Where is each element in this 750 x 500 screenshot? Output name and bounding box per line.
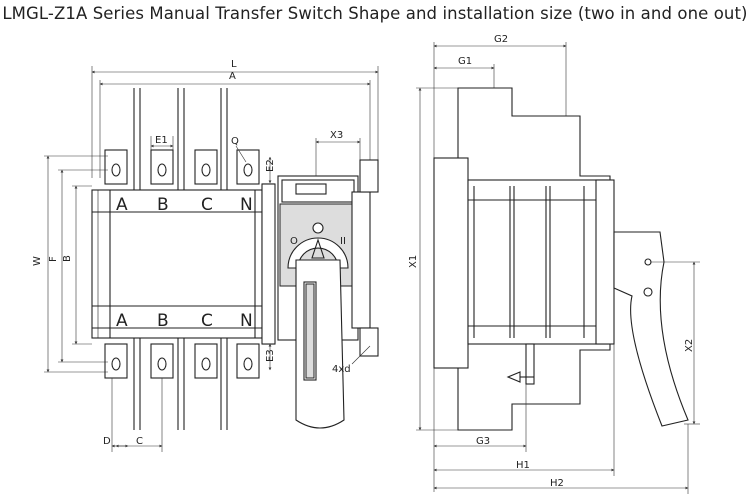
bottom-terminals	[104, 338, 260, 430]
dim-label-d: D	[103, 436, 111, 447]
pole-label-bottom-c: C	[201, 311, 213, 331]
dimension-b: B	[62, 185, 92, 345]
position-label-off: O	[290, 236, 298, 247]
dimension-h2: H2	[433, 424, 689, 494]
dim-label-w: W	[32, 256, 43, 266]
handle-side	[613, 231, 689, 427]
dim-label-e3: E3	[265, 349, 276, 362]
dim-label-x1: X1	[408, 255, 419, 268]
switch-body	[91, 183, 276, 345]
dim-label-e1: E1	[155, 135, 168, 146]
pole-label-bottom-b: B	[157, 311, 169, 331]
dimension-w: W	[32, 155, 108, 373]
dim-label-4xd: 4xd	[332, 364, 351, 375]
pole-label-top-a: A	[116, 195, 128, 215]
dim-label-b: B	[62, 255, 73, 262]
dim-label-h2: H2	[550, 478, 564, 489]
dim-label-x3: X3	[330, 130, 343, 141]
pole-labels-bottom: A B C N	[116, 311, 253, 331]
dimension-e3: E3	[265, 343, 276, 371]
position-label-on: II	[340, 236, 346, 247]
pole-label-bottom-n: N	[240, 311, 253, 331]
front-view: L A	[32, 59, 379, 452]
dimension-f: F	[48, 169, 108, 363]
side-view: G2 G1 T	[408, 34, 700, 494]
dim-label-a: A	[229, 71, 236, 82]
dim-label-h1: H1	[516, 460, 530, 471]
pole-label-top-c: C	[201, 195, 213, 215]
operating-mechanism: O II	[277, 159, 379, 429]
page-title: LMGL-Z1A Series Manual Transfer Switch S…	[2, 4, 748, 23]
dimension-x1: X1	[408, 87, 458, 431]
dimension-l: L	[91, 59, 379, 178]
dim-label-g1: G1	[458, 56, 472, 67]
dimension-e1: E1	[150, 135, 174, 150]
pole-label-top-n: N	[240, 195, 253, 215]
dim-label-x2: X2	[684, 339, 695, 352]
pole-labels-top: A B C N	[116, 195, 253, 215]
dimension-q: Q	[231, 136, 247, 163]
dimension-hole: 4xd	[332, 345, 371, 375]
dim-label-e2: E2	[265, 159, 276, 172]
dim-label-q: Q	[231, 136, 239, 147]
pole-label-top-b: B	[157, 195, 169, 215]
dimension-c: C	[115, 378, 163, 452]
dim-label-g2: G2	[494, 34, 508, 45]
dim-label-f: F	[48, 256, 59, 262]
dimension-x2: X2	[650, 261, 700, 425]
dimension-d: D	[103, 378, 129, 452]
dim-label-l: L	[231, 59, 237, 70]
dimension-e2: E2	[265, 156, 276, 184]
dimension-h1: H1	[433, 344, 615, 476]
dim-label-c: C	[136, 436, 143, 447]
switch-side-body	[467, 179, 615, 385]
top-terminals	[104, 88, 260, 190]
dimension-x3: X3	[315, 130, 361, 176]
dim-label-g3: G3	[476, 436, 490, 447]
pole-label-bottom-a: A	[116, 311, 128, 331]
